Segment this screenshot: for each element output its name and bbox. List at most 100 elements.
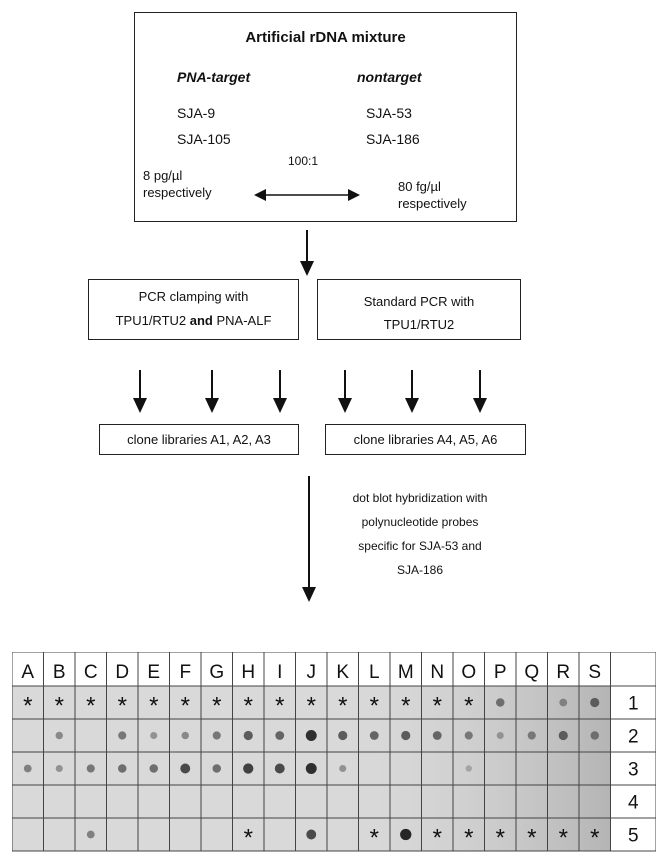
pcr-clamping-line2: TPU1/RTU2 and PNA-ALF — [89, 313, 298, 328]
column-header: A — [21, 662, 34, 683]
hybridization-dot — [180, 763, 191, 774]
star-marker: * — [244, 693, 253, 720]
star-marker: * — [464, 825, 473, 852]
hybridization-dot — [86, 764, 95, 773]
standard-pcr-line1: Standard PCR with — [363, 294, 475, 309]
hybridization-dot — [118, 764, 127, 773]
row-label: 5 — [628, 826, 639, 847]
star-marker: * — [212, 693, 221, 720]
hybridization-dot — [559, 698, 568, 707]
hybridization-dot — [590, 731, 599, 740]
star-marker: * — [23, 693, 32, 720]
hybridization-line3: specific for SJA-53 and — [358, 539, 482, 553]
hybridization-dot — [150, 731, 158, 740]
hybridization-dot — [305, 763, 317, 774]
target-concentration: 8 pg/µl — [143, 168, 183, 183]
hybridization-dot — [465, 765, 472, 772]
hybridization-dot — [149, 764, 158, 773]
mixture-title: Artificial rDNA mixture — [245, 29, 406, 46]
pcr-clamping-primers: TPU1/RTU2 — [115, 313, 190, 328]
hybridization-dot — [243, 763, 254, 774]
column-header: K — [336, 662, 349, 683]
hybridization-dot — [86, 830, 95, 839]
blot-shading — [341, 686, 611, 851]
row-label: 1 — [628, 694, 639, 715]
hybridization-dot — [55, 764, 63, 773]
star-marker: * — [370, 693, 379, 720]
arrow-mixture-to-pcr — [300, 230, 314, 276]
nontarget-concentration: 80 fg/µl — [398, 179, 441, 194]
hybridization-dot — [275, 731, 285, 740]
hybridization-dot — [181, 731, 189, 740]
star-marker: * — [244, 825, 253, 852]
hybridization-dot — [305, 730, 317, 741]
hybridization-dot — [527, 731, 536, 740]
pcr-clamping-line1: PCR clamping with — [138, 289, 249, 304]
column-header: D — [115, 662, 129, 683]
target-strain-2: SJA-105 — [177, 131, 231, 147]
hybridization-dot — [558, 730, 568, 741]
column-header: B — [53, 662, 66, 683]
hybridization-dot — [496, 698, 505, 707]
arrow-libraries-to-blot — [302, 476, 316, 602]
column-header: Q — [524, 662, 539, 683]
star-marker: * — [496, 825, 505, 852]
hybridization-dot — [496, 731, 504, 740]
hybridization-dot — [23, 764, 32, 773]
standard-pcr-box: Standard PCR with TPU1/RTU2 — [317, 279, 521, 340]
target-strain-1: SJA-9 — [177, 105, 216, 121]
clone-libraries-right: clone libraries A4, A5, A6 — [325, 424, 526, 455]
hybridization-dot — [369, 731, 379, 740]
column-header: F — [179, 662, 191, 683]
column-header: J — [307, 662, 317, 683]
hybridization-line2: polynucleotide probes — [361, 515, 479, 529]
hybridization-dot — [118, 731, 127, 740]
nontarget-concentration-note: respectively — [398, 196, 467, 211]
arrows-pcr-to-libraries — [133, 370, 487, 413]
row-label: 3 — [628, 760, 639, 781]
mixing-ratio: 100:1 — [288, 154, 319, 168]
column-header: E — [147, 662, 160, 683]
hybridization-dot — [306, 829, 317, 840]
target-heading: PNA-target — [177, 69, 251, 85]
hybridization-dot — [338, 730, 348, 741]
hybridization-dot — [464, 731, 473, 740]
hybridization-dot — [339, 764, 347, 773]
row-label: 4 — [628, 793, 639, 814]
nontarget-strain-2: SJA-186 — [366, 131, 420, 147]
star-marker: * — [464, 693, 473, 720]
star-marker: * — [149, 693, 158, 720]
column-header: C — [84, 662, 98, 683]
rdna-mixture-box: Artificial rDNA mixture PNA-target nonta… — [134, 12, 517, 222]
hybridization-line4: SJA-186 — [396, 563, 444, 577]
column-header: N — [430, 662, 444, 683]
nontarget-heading: nontarget — [357, 69, 422, 85]
ratio-double-arrow — [254, 189, 360, 201]
hybridization-dot — [400, 828, 412, 841]
column-header: H — [241, 662, 255, 683]
row-label: 2 — [628, 727, 639, 748]
hybridization-line1: dot blot hybridization with — [352, 491, 488, 505]
hybridization-dot — [590, 697, 600, 708]
star-marker: * — [275, 693, 284, 720]
star-marker: * — [527, 825, 536, 852]
hybridization-dot — [274, 763, 285, 774]
star-marker: * — [55, 693, 64, 720]
pcr-clamping-and: and — [189, 313, 213, 328]
star-marker: * — [559, 825, 568, 852]
star-marker: * — [433, 693, 442, 720]
clone-libraries-right-label: clone libraries A4, A5, A6 — [353, 432, 498, 447]
hybridization-dot — [432, 731, 442, 740]
column-header: L — [369, 662, 380, 683]
column-header: I — [277, 662, 282, 683]
star-marker: * — [307, 693, 316, 720]
standard-pcr-line2: TPU1/RTU2 — [383, 317, 455, 332]
clone-libraries-left: clone libraries A1, A2, A3 — [99, 424, 299, 455]
pcr-clamping-box: PCR clamping with TPU1/RTU2 and PNA-ALF — [88, 279, 299, 340]
column-header: S — [588, 662, 601, 683]
star-marker: * — [118, 693, 127, 720]
star-marker: * — [86, 693, 95, 720]
column-header: R — [556, 662, 570, 683]
